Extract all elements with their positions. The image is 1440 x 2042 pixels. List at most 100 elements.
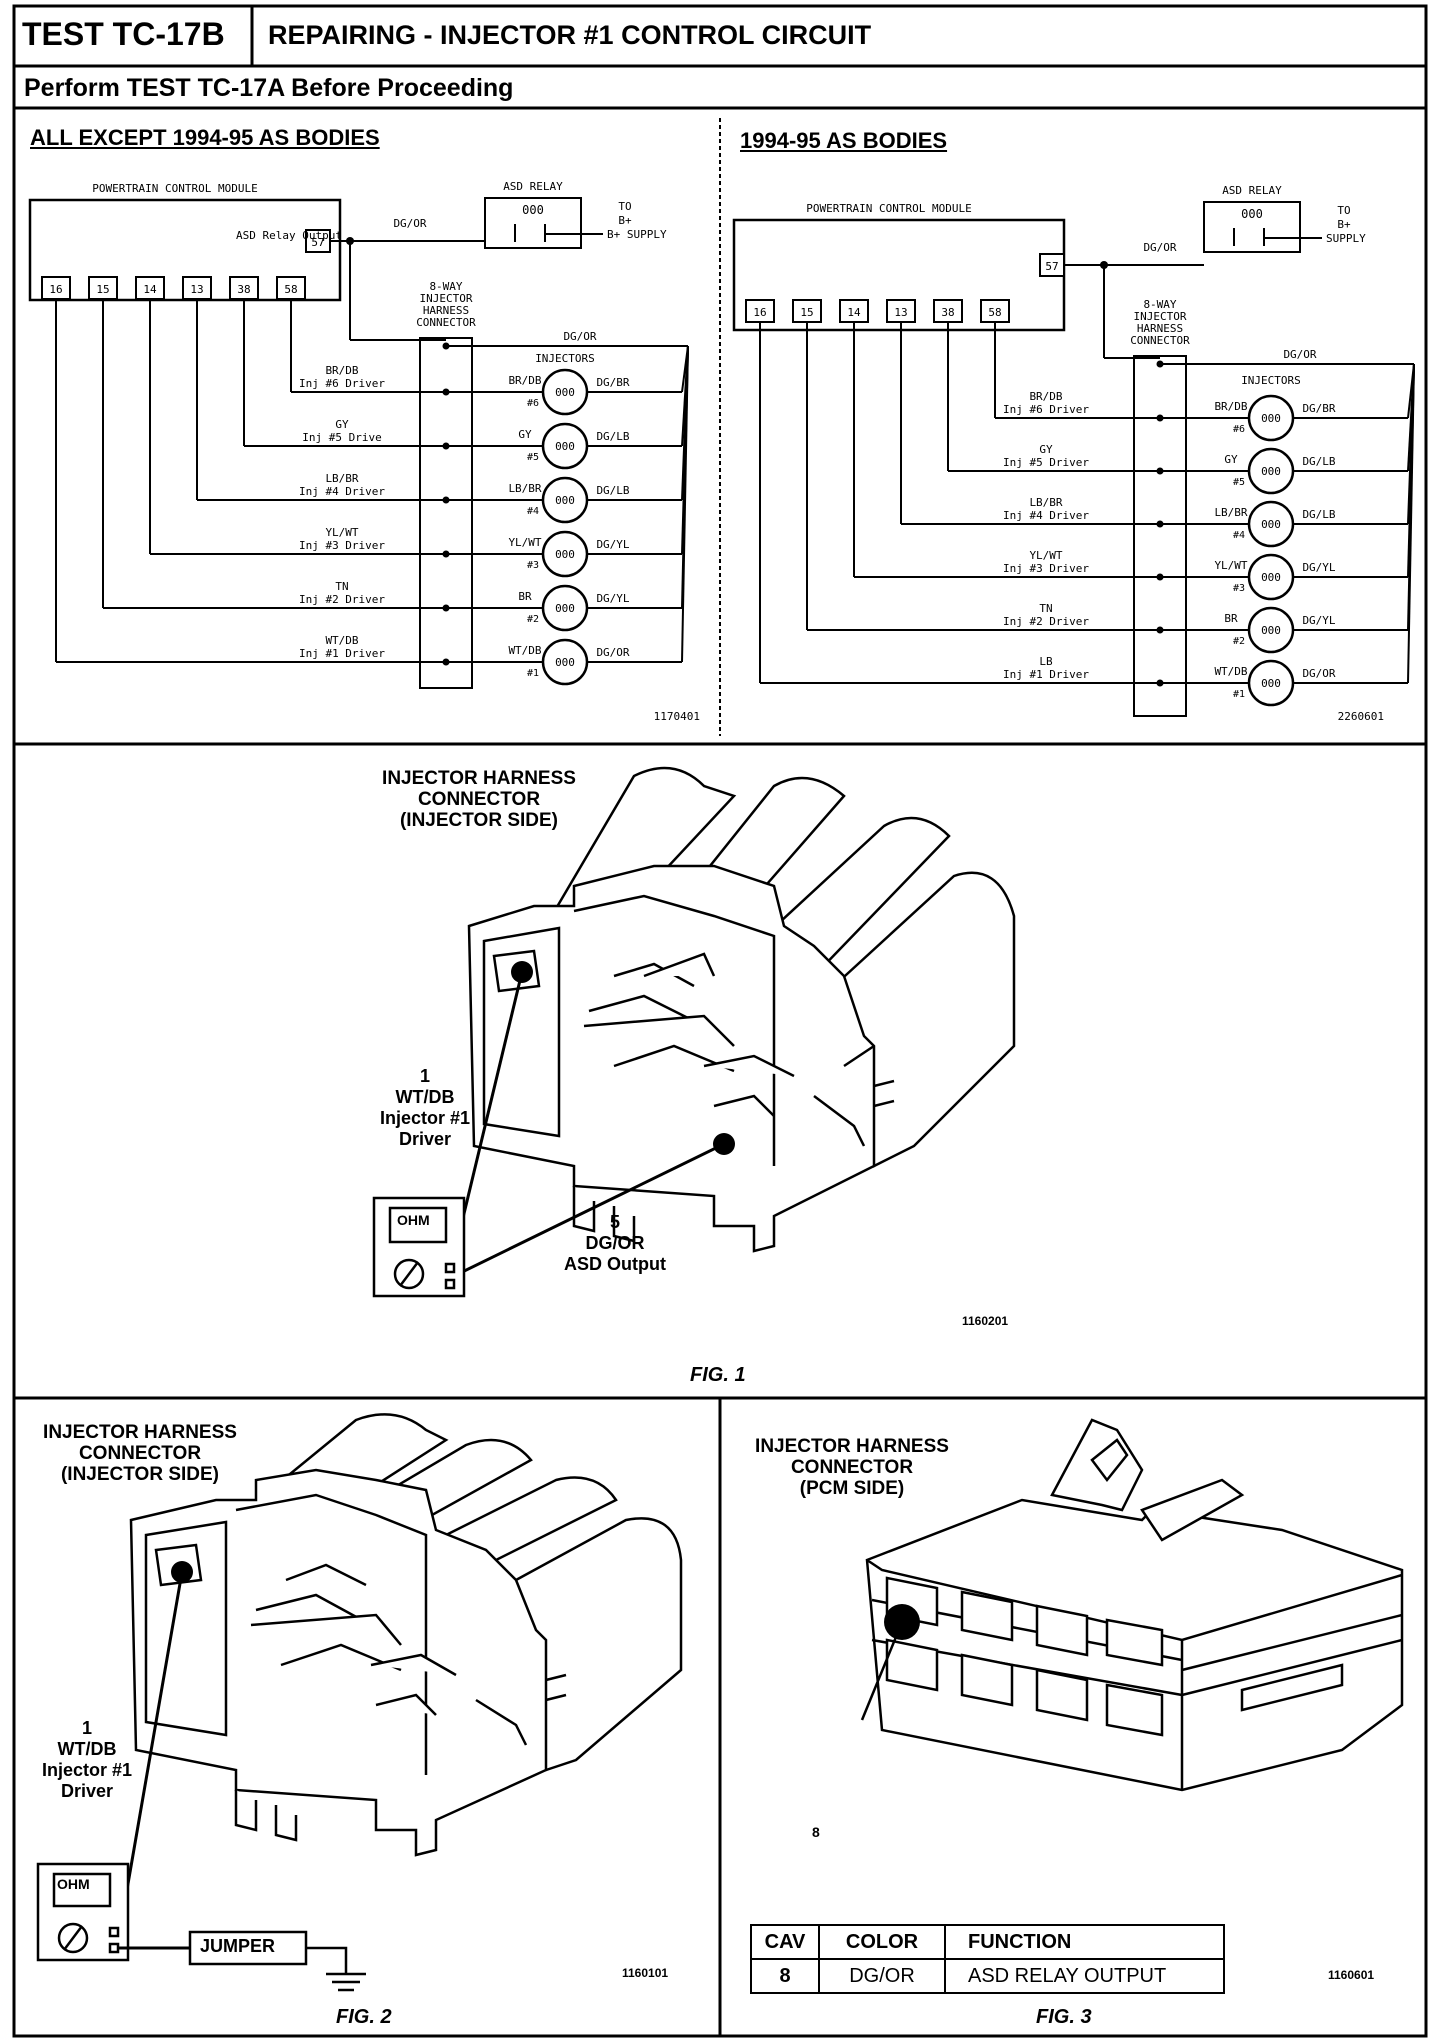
fig1-figure-id: 1160201 xyxy=(962,1314,1009,1328)
injector-in-wire-label: BR xyxy=(518,590,532,603)
fig1-title: INJECTOR HARNESS CONNECTOR (INJECTOR SID… xyxy=(374,768,584,831)
asd-output-label: ASD Relay Output xyxy=(236,229,342,242)
table-row: 8 DG/OR ASD RELAY OUTPUT xyxy=(750,1958,1225,1994)
injector-in-wire-label: WT/DB xyxy=(508,644,541,657)
injector-coil-symbol: 000 xyxy=(555,494,575,507)
fig2-jumper-label: JUMPER xyxy=(200,1936,276,1956)
pcm-label: POWERTRAIN CONTROL MODULE xyxy=(806,202,972,215)
fig2-title-line: (INJECTOR SIDE) xyxy=(60,1464,219,1485)
injector-out-wire-label: DG/YL xyxy=(596,538,629,551)
injector-in-wire-label: YL/WT xyxy=(508,536,541,549)
connector-label: 8-WAY xyxy=(1143,298,1176,311)
driver-name-label: Inj #2 Driver xyxy=(1003,615,1089,628)
table-header-row: CAV COLOR FUNCTION xyxy=(750,1924,1225,1960)
fig3-title-line: (PCM SIDE) xyxy=(799,1478,905,1499)
fig3-caption: FIG. 3 xyxy=(1036,2006,1092,2028)
connector-label: HARNESS xyxy=(1137,322,1183,335)
connector-label: CONNECTOR xyxy=(416,316,476,329)
injector-out-wire-label: DG/YL xyxy=(596,592,629,605)
injector-in-wire-label: YL/WT xyxy=(1214,559,1247,572)
connector-pin-dot xyxy=(1156,360,1164,368)
fig2-pin1-desc: Driver xyxy=(60,1781,114,1801)
fig3-cavity-table: CAV COLOR FUNCTION 8 DG/OR ASD RELAY OUT… xyxy=(750,1924,1225,1994)
driver-name-label: Inj #4 Driver xyxy=(299,485,385,498)
injector-number: #4 xyxy=(1233,530,1245,541)
injector-harness-connector xyxy=(1133,355,1187,717)
fig1-pin1-callout: 1 WT/DB Injector #1 Driver xyxy=(360,1066,490,1150)
injector-coil-symbol: 000 xyxy=(1261,465,1281,478)
relay-coil-symbol: 000 xyxy=(522,203,544,217)
connector-label: 8-WAY xyxy=(429,280,462,293)
fig3-cavities xyxy=(885,1576,1164,1737)
bplus-label: B+ xyxy=(618,214,632,227)
injector-in-wire-label: BR/DB xyxy=(508,374,541,387)
injector-number: #2 xyxy=(527,614,539,625)
fig2-pin1-callout: 1 WT/DB Injector #1 Driver xyxy=(22,1718,152,1802)
fig1-pin1-desc: Injector #1 xyxy=(379,1108,471,1128)
pcm-pin-57-label: 57 xyxy=(311,236,324,249)
connector-pin-dot xyxy=(442,342,450,350)
schematic-figure-id: 2260601 xyxy=(1338,710,1384,723)
fig2-jumper-box xyxy=(188,1930,308,1966)
pcm-pin-57-label: 57 xyxy=(1045,260,1058,273)
injector-in-wire-label: BR/DB xyxy=(1214,400,1247,413)
fig2-pin1-number: 1 xyxy=(81,1718,92,1738)
driver-color-label: TN xyxy=(335,580,348,593)
driver-color-label: LB/BR xyxy=(325,472,358,485)
injector-coil-symbol: 000 xyxy=(555,602,575,615)
injector-out-wire-label: DG/LB xyxy=(596,484,629,497)
fig2-pin1-desc: Injector #1 xyxy=(41,1760,133,1780)
fig1-caption: FIG. 1 xyxy=(690,1364,746,1386)
fig1-connector-drawing xyxy=(372,766,1016,1298)
driver-name-label: Inj #3 Driver xyxy=(299,539,385,552)
fig1-pin1-color: WT/DB xyxy=(395,1087,455,1107)
injectors-label: INJECTORS xyxy=(535,352,595,365)
driver-color-label: LB xyxy=(1039,655,1053,668)
table-header-function: FUNCTION xyxy=(944,1924,1225,1960)
schematic-figure-id: 1170401 xyxy=(654,710,700,723)
fig3-title: INJECTOR HARNESS CONNECTOR (PCM SIDE) xyxy=(742,1436,962,1499)
driver-name-label: Inj #1 Driver xyxy=(1003,668,1089,681)
page-title: REPAIRING - INJECTOR #1 CONTROL CIRCUIT xyxy=(268,20,872,50)
driver-name-label: Inj #4 Driver xyxy=(1003,509,1089,522)
pcm-pin-label: 13 xyxy=(894,306,907,319)
driver-color-label: YL/WT xyxy=(1029,549,1062,562)
driver-color-label: WT/DB xyxy=(325,634,358,647)
asd-relay-label: ASD RELAY xyxy=(503,180,563,193)
ground-icon xyxy=(306,1946,366,1992)
pcm-pin-label: 38 xyxy=(941,306,954,319)
injector-coil-symbol: 000 xyxy=(1261,518,1281,531)
injector-number: #1 xyxy=(527,668,539,679)
fig1-pin1-desc: Driver xyxy=(398,1129,452,1149)
fig3-pin8-marker xyxy=(884,1604,920,1640)
fig1-pin1-number: 1 xyxy=(419,1066,430,1086)
fig1-connector-body xyxy=(467,766,1016,1253)
injector-return-wire xyxy=(681,345,689,663)
driver-name-label: Inj #5 Driver xyxy=(1003,456,1089,469)
pcm-pin-label: 14 xyxy=(847,306,861,319)
injector-number: #6 xyxy=(527,398,539,409)
pcm-pin-label: 15 xyxy=(96,283,109,296)
injector-coil-symbol: 000 xyxy=(555,386,575,399)
injector-number: #6 xyxy=(1233,424,1245,435)
driver-color-label: TN xyxy=(1039,602,1052,615)
fig2-title-line: CONNECTOR xyxy=(78,1443,202,1464)
injector-coil-symbol: 000 xyxy=(1261,571,1281,584)
fig1-title-line: CONNECTOR xyxy=(417,789,541,810)
fig3-figure-id: 1160601 xyxy=(1328,1968,1375,1982)
asd-relay-box xyxy=(1203,201,1301,253)
asd-wire-label: DG/OR xyxy=(393,217,426,230)
injector-number: #1 xyxy=(1233,689,1245,700)
injector-coil-symbol: 000 xyxy=(555,548,575,561)
fig2-pin1-color: WT/DB xyxy=(57,1739,117,1759)
pcm-pin-label: 13 xyxy=(190,283,203,296)
pcm-pin-label: 15 xyxy=(800,306,813,319)
fig3-title-line: INJECTOR HARNESS xyxy=(755,1436,949,1457)
injector-number: #2 xyxy=(1233,636,1245,647)
injector-out-wire-label: DG/YL xyxy=(1302,561,1335,574)
injector-number: #3 xyxy=(1233,583,1245,594)
injector-coil-symbol: 000 xyxy=(1261,677,1281,690)
injector-out-wire-label: DG/LB xyxy=(596,430,629,443)
fig1-ohmmeter xyxy=(372,1196,466,1298)
